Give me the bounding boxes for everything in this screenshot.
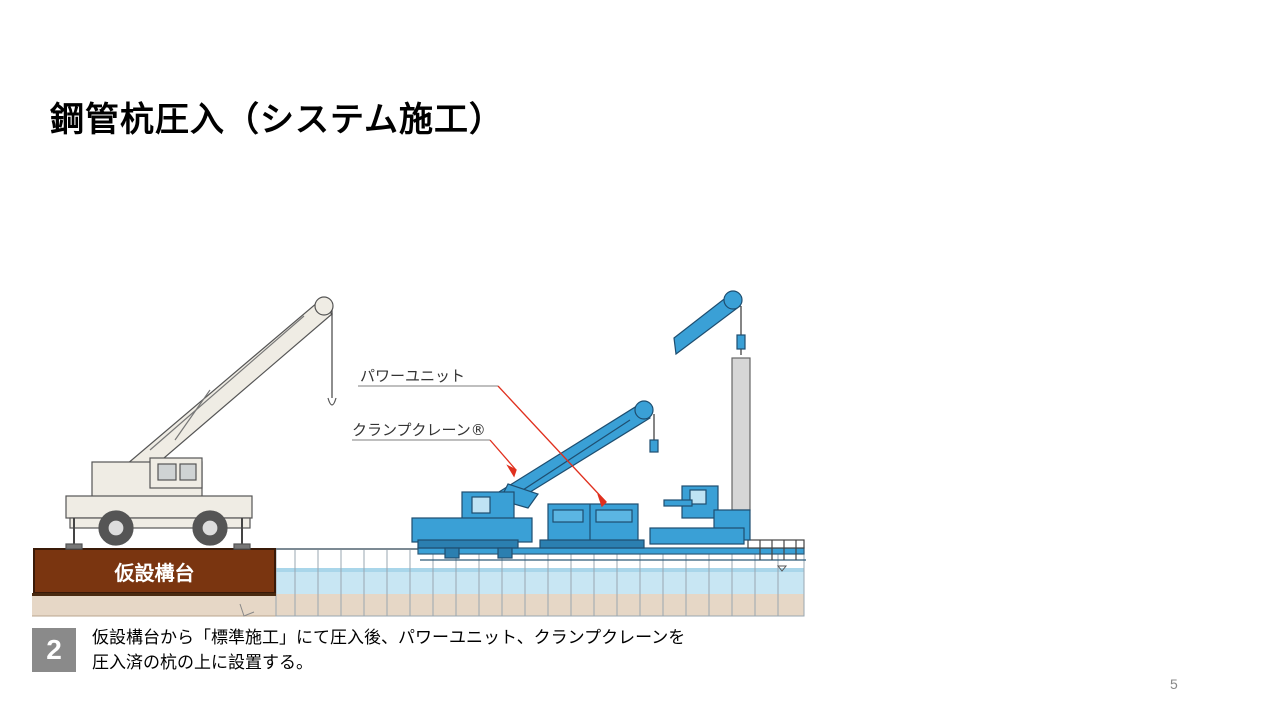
page-number: 5 xyxy=(1170,676,1178,692)
ground-layer xyxy=(32,594,804,616)
step-description: 仮設構台から「標準施工」にて圧入後、パワーユニット、クランプクレーンを 圧入済の… xyxy=(92,626,812,676)
rough-terrain-crane xyxy=(65,296,337,550)
clamp-crane xyxy=(411,400,659,559)
power-unit xyxy=(539,503,645,549)
temporary-platform xyxy=(33,548,276,594)
label-power-unit: パワーユニット xyxy=(360,367,465,385)
step-number-badge: 2 xyxy=(32,628,76,672)
water-layer xyxy=(276,572,804,594)
callout-power-unit xyxy=(358,385,607,508)
step-description-line-1: 仮設構台から「標準施工」にて圧入後、パワーユニット、クランプクレーンを xyxy=(92,628,686,648)
platform-label: 仮設構台 xyxy=(114,560,195,585)
label-clamp-crane: クランプクレーン® xyxy=(352,421,486,439)
pile-press-in-machine xyxy=(649,290,751,545)
step-description-line-2: 圧入済の杭の上に設置する。 xyxy=(92,653,313,673)
callout-clamp-crane xyxy=(352,439,517,478)
page-title: 鋼管杭圧入（システム施工） xyxy=(50,100,504,140)
water-surface xyxy=(276,568,804,572)
steel-pile xyxy=(731,357,751,511)
